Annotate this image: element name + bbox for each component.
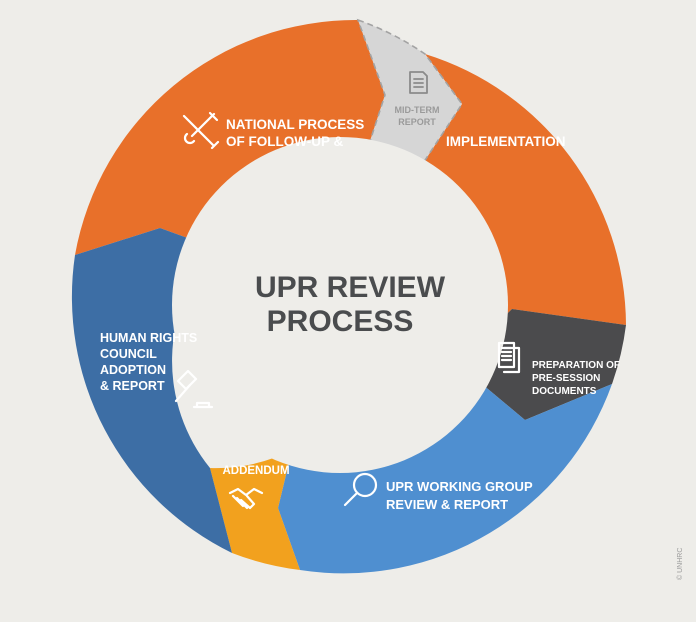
segment-working-group xyxy=(278,374,612,574)
report-icon xyxy=(409,71,428,94)
label-national-process-line1: NATIONAL PROCESS xyxy=(226,117,364,132)
segment-hrc-adoption xyxy=(71,228,232,553)
center-disc xyxy=(172,137,508,473)
handshake-icon xyxy=(228,487,264,510)
label-preparation-line3: DOCUMENTS xyxy=(532,386,597,397)
label-preparation-line1: PREPARATION OF xyxy=(532,360,620,371)
magnifier-icon xyxy=(343,472,378,507)
segment-implementation xyxy=(412,54,626,338)
label-mid-term-line1: MID-TERM xyxy=(395,105,440,115)
label-national-process-line2: OF FOLLOW-UP & xyxy=(226,134,343,149)
center-title-line1: UPR REVIEW xyxy=(255,271,446,304)
gavel-icon xyxy=(174,369,214,409)
label-preparation-line2: PRE-SESSION xyxy=(532,373,600,384)
segment-preparation xyxy=(470,309,626,420)
segment-national-process xyxy=(75,19,385,256)
label-hrc-line4: & REPORT xyxy=(100,379,165,393)
documents-icon xyxy=(497,341,521,374)
segment-mid-term xyxy=(356,18,463,181)
label-mid-term-line2: REPORT xyxy=(398,117,436,127)
label-hrc-line3: ADOPTION xyxy=(100,363,166,377)
credit-text: © UNHRC xyxy=(676,548,684,580)
label-working-group-line1: UPR WORKING GROUP xyxy=(386,479,533,494)
tools-icon xyxy=(182,111,220,150)
label-hrc-line1: HUMAN RIGHTS xyxy=(100,331,197,345)
label-addendum: ADDENDUM xyxy=(222,465,289,477)
segment-addendum xyxy=(210,450,300,570)
label-hrc-line2: COUNCIL xyxy=(100,347,157,361)
label-working-group-line2: REVIEW & REPORT xyxy=(386,497,508,512)
label-implementation: IMPLEMENTATION xyxy=(446,134,566,149)
center-title-line2: PROCESS xyxy=(267,305,414,338)
